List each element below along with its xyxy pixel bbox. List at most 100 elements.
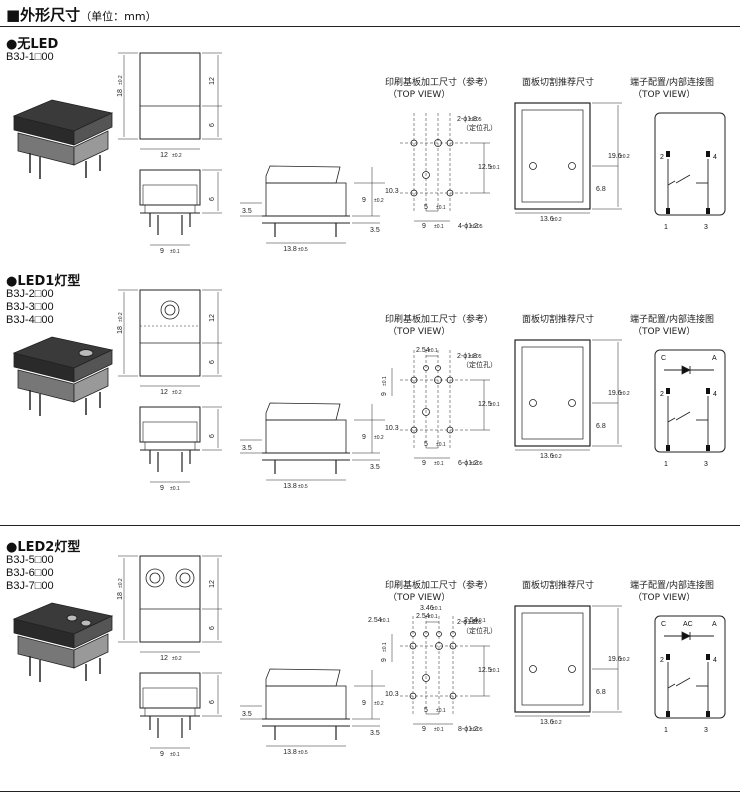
dim-value: 3.5	[370, 730, 380, 737]
dim-tolerance: ±0.2	[118, 578, 124, 588]
pin-label: 2	[660, 657, 664, 664]
dimension: 12±0.2	[160, 655, 182, 662]
dimension: 2.54±0.1	[416, 613, 438, 620]
dim-tolerance: ±0.2	[620, 154, 630, 160]
locating-hole-label: （定位孔）	[462, 123, 497, 132]
dimension: 13.6±0.2	[540, 453, 562, 460]
dim-value: 12	[160, 655, 168, 662]
led-hole	[435, 365, 441, 371]
mounting-hole	[410, 426, 418, 434]
dimension: 2-ϕ1.8±0.05	[457, 116, 482, 123]
outline-rect	[139, 555, 201, 643]
pcb-top-view-label: （TOP VIEW）	[388, 90, 451, 100]
terminal-pin	[706, 445, 710, 451]
dimension: 12.5±0.1	[478, 667, 500, 674]
panel-outline	[514, 605, 591, 713]
pcb-top-view-label: （TOP VIEW）	[388, 593, 451, 603]
panel-outline	[514, 339, 591, 447]
mounting-hole	[449, 692, 457, 700]
terminal-outline	[654, 349, 726, 453]
mounting-hole	[409, 692, 417, 700]
model-number: B3J-1□00	[6, 51, 54, 63]
dim-tolerance: ±0.05	[469, 354, 482, 360]
cutout-inner	[521, 346, 584, 440]
dim-value: 18	[117, 89, 124, 97]
dim-tolerance: ±0.2	[552, 217, 562, 223]
dim-value: 13.8	[283, 483, 297, 490]
dimension: 9 ±0.1	[422, 460, 444, 467]
dimension: 12.5±0.1	[478, 401, 500, 408]
dim-tolerance: ±0.1	[434, 461, 444, 467]
led-hole	[436, 631, 442, 637]
dim-value: 19.6	[608, 390, 622, 397]
dimension: 5±0.1	[424, 707, 446, 714]
product-illustration	[12, 336, 114, 416]
dim-value: 6-ϕ1.2	[458, 460, 478, 467]
front-view: 69±0.1	[139, 672, 222, 758]
outline-rect	[139, 169, 201, 206]
locating-hole	[435, 642, 443, 650]
dimension: 13.6±0.2	[540, 719, 562, 726]
section-title: ●无LED	[6, 37, 59, 52]
dim-tolerance: ±0.2	[552, 454, 562, 460]
terminal-top-view-label: （TOP VIEW）	[633, 90, 696, 100]
dim-value: 5	[424, 707, 428, 714]
dimension: 13.8±0.5	[283, 483, 308, 490]
section-title: ●LED2灯型	[6, 540, 81, 555]
cap-profile	[265, 402, 341, 421]
dim-value: 4-ϕ1.2	[458, 223, 478, 230]
dim-tolerance: ±0.05	[470, 727, 483, 733]
dim-value: 18	[117, 592, 124, 600]
panel-hole	[568, 399, 576, 407]
pcb-layout-title: 印刷基板加工尺寸（参考）	[385, 315, 494, 325]
dim-value: 12.5	[478, 401, 492, 408]
dim-value: 12.5	[478, 164, 492, 171]
dimension: 13.8±0.5	[283, 246, 308, 253]
led-cathode-label: C	[661, 621, 666, 628]
dim-tolerance: ±0.2	[374, 435, 384, 441]
dim-tolerance: ±0.5	[298, 247, 308, 253]
dimension: 2.54±0.1	[368, 617, 390, 624]
dim-tolerance: ±0.1	[490, 165, 500, 171]
dim-tolerance: ±0.1	[436, 442, 446, 448]
dim-value: 9	[160, 485, 164, 492]
terminal-pin	[706, 208, 710, 214]
panel-cutout: 19.6 ±0.2 6.8 13.6±0.2	[514, 339, 630, 460]
dim-value: 12	[209, 580, 216, 588]
dim-value: 5	[424, 204, 428, 211]
cap-profile	[265, 165, 341, 184]
dim-tolerance: ±0.1	[490, 668, 500, 674]
switch-base-side	[73, 367, 109, 403]
dim-value: 3.46	[420, 605, 434, 612]
terminal-pin	[666, 151, 670, 157]
section-divider	[0, 525, 740, 526]
dimension: 12±0.2	[160, 389, 182, 396]
dimension: 9±0.1	[160, 248, 180, 255]
dimension: 6.8	[596, 423, 606, 430]
outline-rect	[265, 182, 347, 217]
dim-value: 9	[422, 460, 426, 467]
terminal-diagram-title: 端子配置/内部连接图	[630, 315, 715, 325]
dim-value: 2.54	[464, 617, 478, 624]
dimension: 9±0.1	[160, 751, 180, 758]
dim-value: 2-ϕ1.8	[457, 353, 477, 360]
dim-value: 9	[362, 700, 366, 707]
pcb-top-view-label: （TOP VIEW）	[388, 327, 451, 337]
mounting-hole	[410, 189, 418, 197]
dim-tolerance: ±0.2	[172, 153, 182, 159]
side-view: 3.53.510.39±0.213.8±0.5	[240, 668, 399, 756]
terminal-pin	[666, 208, 670, 214]
dimension: 8-ϕ1.2±0.05	[458, 726, 483, 733]
dimension: 9±0.1	[381, 642, 388, 662]
pcb-layout-title: 印刷基板加工尺寸（参考）	[385, 78, 494, 88]
mounting-hole	[409, 642, 417, 650]
dim-tolerance: ±0.5	[298, 750, 308, 756]
dim-value: 3.5	[242, 208, 252, 215]
switch-cap-side	[73, 349, 113, 383]
model-number: B3J-2□00	[6, 288, 54, 300]
